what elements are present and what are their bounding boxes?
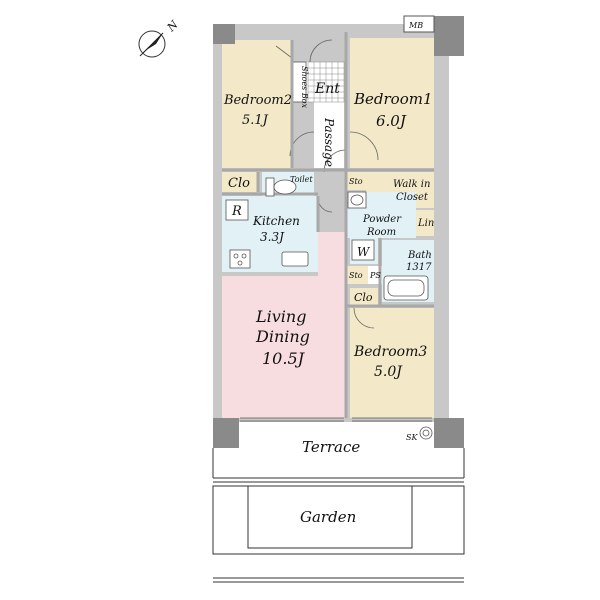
- entrance-label: Ent: [314, 81, 340, 97]
- kitchen-stove-icon: [229, 249, 251, 269]
- bedroom1-size: 6.0J: [376, 112, 407, 130]
- powder-room-line2: Room: [366, 227, 396, 238]
- compass-circle: [138, 30, 166, 58]
- entrance-tile-grid: [307, 61, 345, 103]
- terrace-label: Terrace: [302, 438, 360, 456]
- powder-room-line1: Powder: [362, 214, 402, 225]
- room-bedroom3: [350, 308, 434, 418]
- column-top-right: [434, 16, 464, 56]
- walkin-closet-line2: Closet: [396, 192, 429, 203]
- bedroom2-name: Bedroom2: [223, 93, 292, 108]
- living-dining-size: 10.5J: [262, 349, 306, 368]
- living-dining-line2: Dining: [255, 327, 310, 346]
- compass-north-letter: N: [164, 18, 181, 35]
- sink-drain-icon: [419, 426, 433, 440]
- room-clo-top: [222, 172, 258, 192]
- room-bedroom1: [350, 38, 434, 168]
- refrigerator-label: R: [231, 204, 242, 219]
- room-living-dining: [222, 232, 346, 418]
- column-top-left: [213, 24, 235, 44]
- kitchen-sink-icon: [281, 251, 309, 267]
- room-bedroom2: [222, 40, 292, 168]
- meter-box: [403, 15, 435, 33]
- washer-box: [351, 239, 375, 261]
- toilet-label: Toilet: [290, 175, 313, 184]
- clo-top-label: Clo: [228, 176, 250, 191]
- walkin-closet-line1: Walk in: [393, 179, 430, 190]
- terrace-outline: [212, 448, 465, 483]
- bedroom1-name: Bedroom1: [353, 90, 433, 108]
- passage-label: Passage: [322, 117, 336, 167]
- sink-label: SK: [406, 433, 418, 442]
- sto-bottom-label: Sto: [349, 271, 363, 280]
- living-dining-line1: Living: [255, 307, 306, 326]
- room-lin: [416, 210, 434, 236]
- shoes-box-label: Shoes Box: [300, 66, 309, 109]
- clo-bottom-label: Clo: [354, 291, 373, 304]
- column-bottom-left: [213, 418, 239, 448]
- washbasin-icon: [347, 191, 367, 209]
- bath-size: 1317: [406, 262, 432, 273]
- toilet-fixture-icon: [265, 177, 297, 197]
- ps-label: PS: [369, 271, 381, 280]
- bedroom3-name: Bedroom3: [353, 344, 427, 360]
- refrigerator-box: [225, 199, 249, 221]
- south-windows: [240, 417, 432, 422]
- room-clo-bottom: [350, 288, 378, 306]
- bath-name: Bath: [407, 250, 432, 261]
- room-passage: [314, 102, 344, 168]
- washer-label: W: [357, 245, 371, 259]
- lin-label: Lin: [417, 218, 434, 229]
- kitchen-name: Kitchen: [252, 214, 300, 228]
- bedroom3-size: 5.0J: [374, 364, 403, 380]
- garden-outline: [212, 485, 465, 583]
- meter-box-label: MB: [408, 21, 423, 30]
- room-sto-bottom: [346, 266, 368, 284]
- bathtub-icon: [383, 275, 429, 301]
- sto-top-label: Sto: [349, 177, 363, 186]
- garden-label: Garden: [300, 508, 356, 526]
- room-sto-top: [346, 172, 366, 190]
- compass: N: [138, 18, 181, 58]
- bedroom2-size: 5.1J: [242, 113, 269, 128]
- kitchen-size: 3.3J: [260, 230, 285, 244]
- column-bottom-right: [434, 418, 464, 448]
